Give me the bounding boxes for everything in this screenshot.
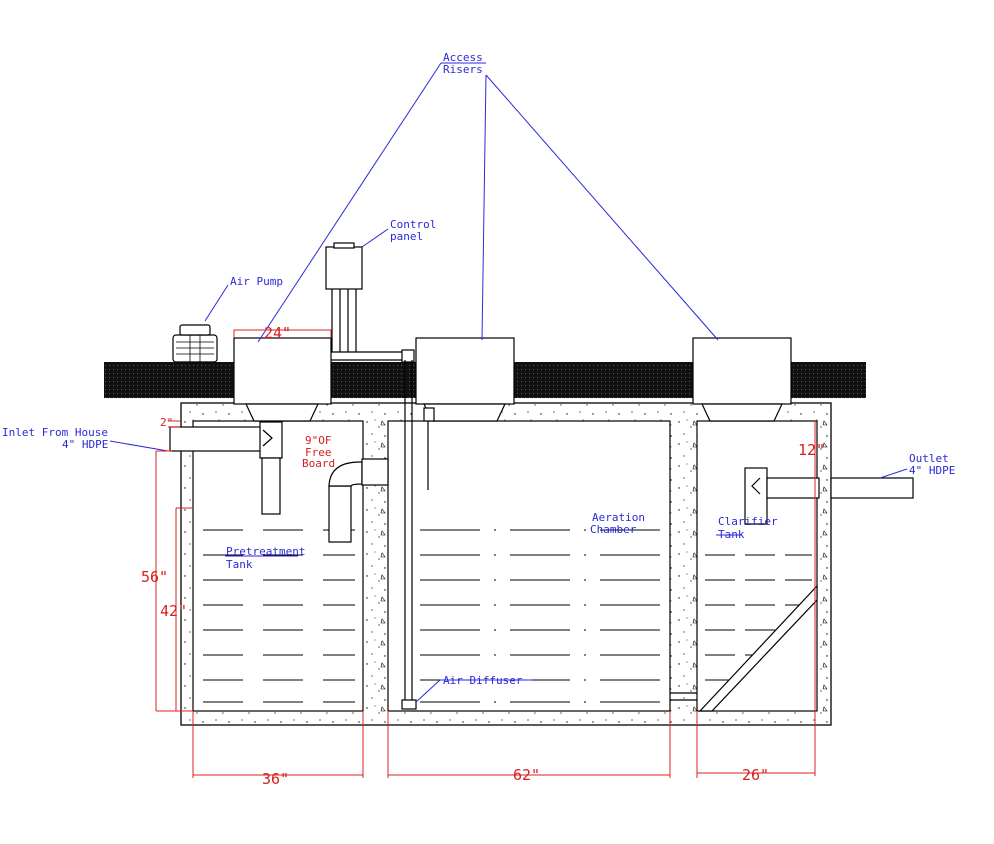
dim-aeration-width: 62"	[513, 766, 540, 784]
access-riser-middle	[415, 337, 515, 422]
free-board-label: 9"OF Free Board	[302, 434, 338, 470]
access-riser-left	[233, 337, 332, 422]
aeration-compartment	[387, 420, 671, 712]
pretreatment-tank-label: Pretreatment Tank	[226, 545, 312, 571]
dim-inlet-drop: 2"	[160, 416, 173, 429]
clarifier-compartment	[696, 420, 818, 712]
air-pump	[172, 324, 218, 363]
inlet-label: Inlet From House 4" HDPE	[2, 426, 115, 451]
dim-height-liquid: 42"	[160, 602, 187, 620]
air-pump-label: Air Pump	[230, 275, 283, 288]
dim-outlet-height: 12"	[798, 441, 825, 459]
clarifier-sloped-baffle	[670, 584, 818, 712]
annotation-leaders	[109, 62, 908, 703]
dim-pretreatment-width: 36"	[262, 770, 289, 788]
clarifier-liquid-lines	[705, 554, 812, 681]
outlet-label: Outlet 4" HDPE	[909, 452, 955, 477]
transfer-elbow	[328, 458, 389, 543]
air-drop-line	[401, 360, 435, 710]
dimension-lines	[155, 329, 816, 778]
clarifier-tank-label: Clarifier Tank	[718, 515, 784, 541]
access-risers-label: Access Risers	[443, 51, 489, 76]
dim-riser-width: 24"	[264, 324, 291, 342]
inlet-pipe	[169, 421, 283, 515]
control-panel	[325, 242, 415, 363]
aeration-chamber-label: Aeration Chamber	[590, 511, 652, 536]
dim-clarifier-width: 26"	[742, 766, 769, 784]
aeration-liquid-lines	[420, 529, 665, 703]
air-diffuser-label: Air Diffuser	[443, 674, 523, 687]
dim-height-total: 56"	[141, 568, 168, 586]
outlet-pipe	[744, 467, 914, 525]
control-panel-label: Control panel	[390, 218, 443, 243]
access-riser-right	[692, 337, 792, 422]
